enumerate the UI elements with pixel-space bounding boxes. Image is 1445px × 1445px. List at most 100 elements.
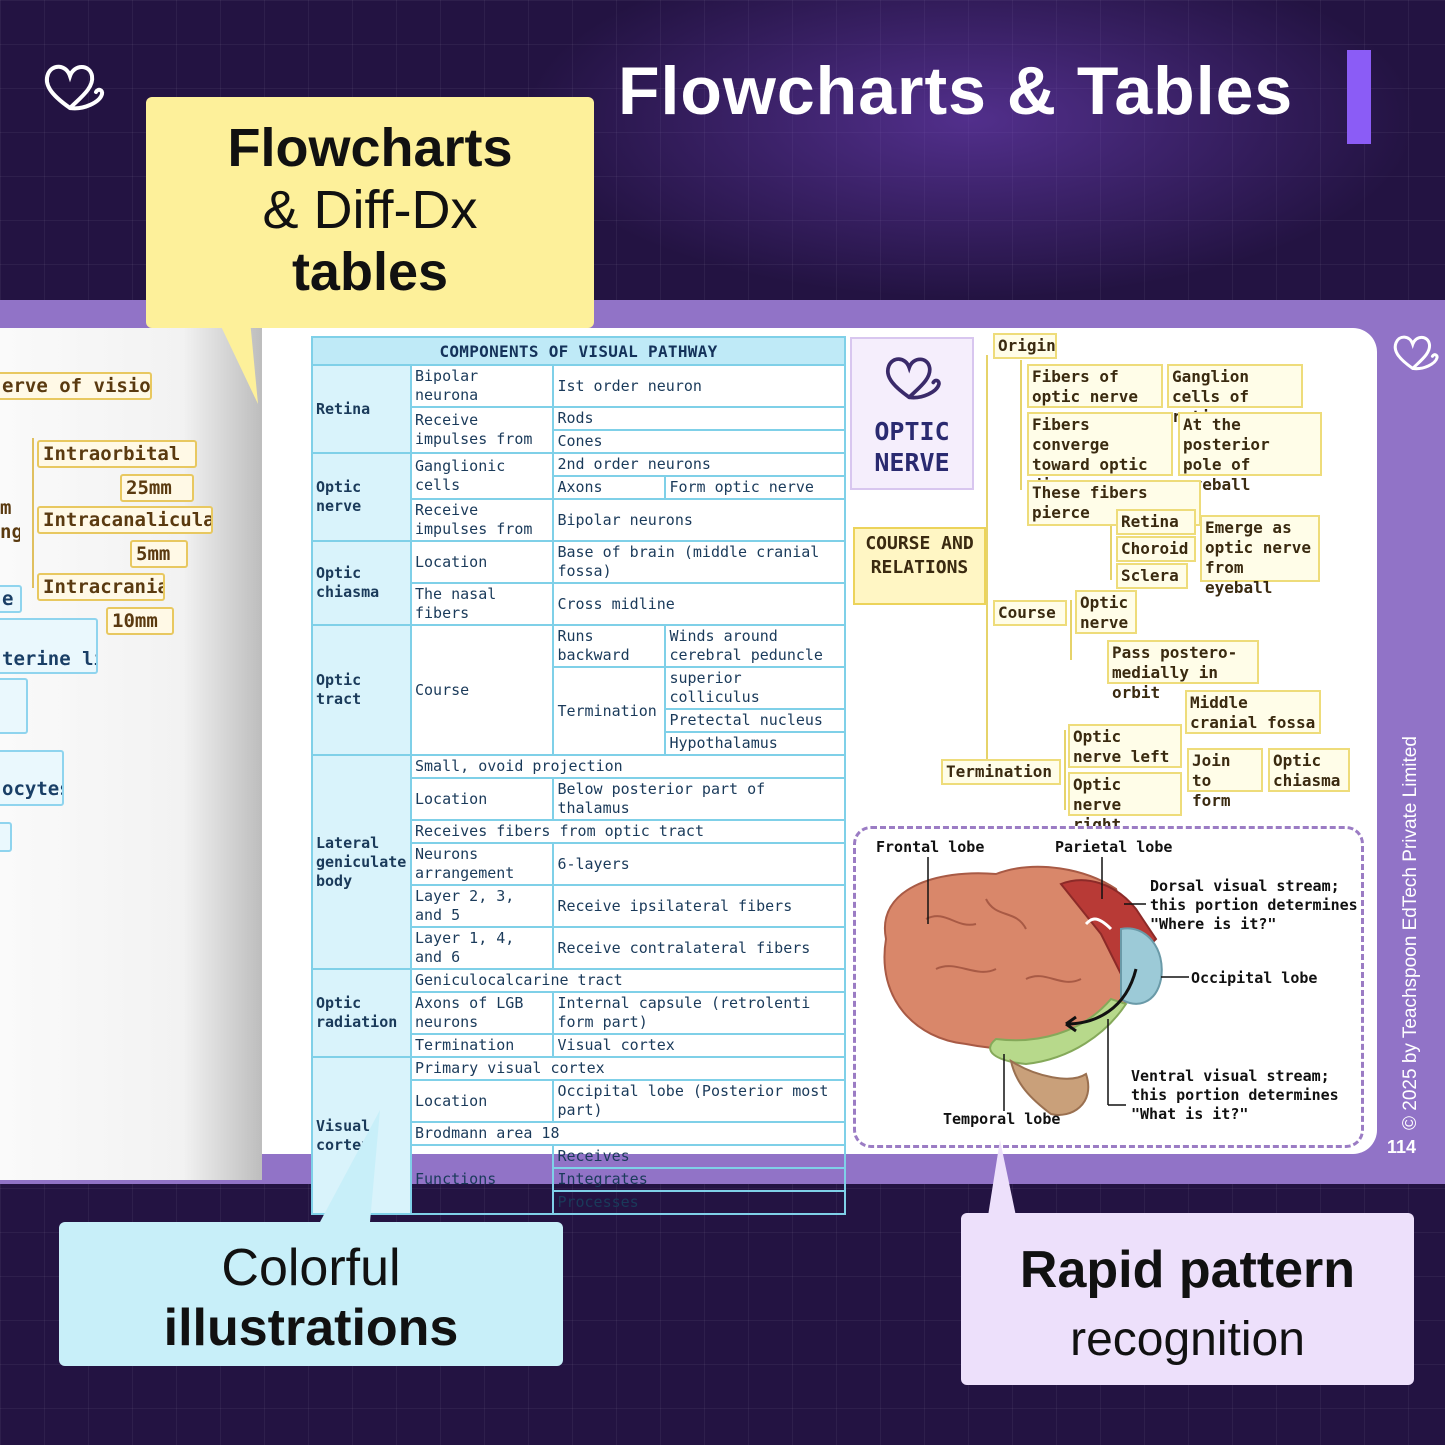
table-cell: Internal capsule (retrolenti form part) — [552, 991, 846, 1035]
page-number: 114 — [1387, 1137, 1417, 1157]
table-cell: Location — [409, 777, 555, 821]
title-accent-bar — [1347, 50, 1371, 144]
optic-nerve-right-tag: Optic nerve right — [1068, 772, 1182, 834]
tag-10mm: 10mm — [106, 607, 174, 635]
table-cell: Axons of LGB neurons — [409, 991, 555, 1035]
table-cell: Below posterior part of thalamus — [552, 777, 846, 821]
occipital-lobe-label: Occipital lobe — [1191, 969, 1318, 987]
table-cell: Bipolar neurona — [409, 364, 555, 408]
tag-intraorbital: Intraorbital — [37, 440, 197, 468]
table-cell: Termination — [409, 1033, 555, 1058]
tag-blank-small — [0, 822, 12, 852]
table-cell: Form optic nerve — [664, 475, 846, 500]
callout-text: tables — [291, 242, 449, 302]
posterior-pole-tag: At the posterior pole of eyeball — [1178, 412, 1322, 494]
tag-25mm: 25mm — [120, 474, 194, 502]
page-title: Flowcharts & Tables — [618, 53, 1294, 129]
table-cell: Receives fibers from optic tract — [410, 819, 846, 844]
callout-flowcharts: Flowcharts & Diff-Dx tables — [146, 97, 594, 328]
table-cell: Location — [409, 1079, 555, 1123]
table-cell: Hypothalamus — [664, 731, 846, 756]
callout-pattern-recognition: Rapid pattern recognition — [961, 1213, 1414, 1385]
table-cell: Ist order neuron — [552, 364, 846, 408]
row-label-optic-chiasma: Optic chiasma — [311, 540, 412, 626]
callout-pointer — [320, 1110, 380, 1222]
table-cell: Cross midline — [552, 582, 846, 626]
tag-5mm: 5mm — [130, 540, 188, 568]
table-cell: Cones — [552, 429, 846, 454]
heart-logo-icon — [40, 58, 106, 112]
tag-blank-box — [0, 678, 28, 734]
optic-nerve-title-box: OPTIC NERVE — [850, 337, 974, 490]
connector-line — [1064, 730, 1066, 810]
table-cell: Receives — [552, 1144, 846, 1169]
course-tag: Course — [993, 600, 1067, 626]
fibers-converge-tag: Fibers converge toward optic disc — [1027, 412, 1173, 494]
table-cell: Neurons arrangement — [409, 842, 555, 886]
table-cell: Primary visual cortex — [410, 1056, 846, 1081]
table-cell: Runs backward — [552, 624, 667, 668]
optic-chiasma-tag: Optic chiasma — [1268, 748, 1350, 792]
table-cell: Integrates — [552, 1167, 846, 1192]
row-label-lateral-geniculate-body: Lateral geniculate body — [311, 754, 412, 970]
table-cell: Axons — [552, 475, 667, 500]
optic-nerve-title-line2: NERVE — [874, 448, 950, 477]
background-glow — [520, 0, 1420, 300]
tag-intracanalicular: Intracanalicular — [37, 506, 213, 534]
pass-posteromedially-tag: Pass postero-medially in orbit — [1107, 640, 1259, 702]
table-cell: Brodmann area 18 — [410, 1121, 846, 1146]
callout-text: Colorful — [221, 1239, 401, 1297]
connector-line — [1110, 505, 1112, 580]
row-label-retina: Retina — [311, 364, 412, 454]
table-cell: 6-layers — [552, 842, 846, 886]
row-label-optic-tract: Optic tract — [311, 624, 412, 756]
table-cell: Visual cortex — [552, 1033, 846, 1058]
table-cell: Base of brain (middle cranial fossa) — [552, 540, 846, 584]
callout-pointer — [988, 1140, 1016, 1216]
table-cell: Rods — [552, 406, 846, 431]
middle-cranial-fossa-tag: Middle cranial fossa — [1185, 690, 1321, 734]
table-cell: Layer 1, 4, and 6 — [409, 926, 555, 970]
termination-tag: Termination — [941, 759, 1061, 785]
table-cell: Geniculocalcarine tract — [410, 968, 846, 993]
optic-nerve-tag: Optic nerve — [1075, 590, 1137, 634]
callout-text: recognition — [1070, 1313, 1305, 1366]
table-cell: superior colliculus — [664, 666, 846, 710]
table-cell: Functions — [409, 1144, 555, 1215]
callout-text: Rapid pattern — [1019, 1241, 1356, 1299]
course-and-relations-box: COURSE AND RELATIONS — [853, 527, 986, 605]
connector-line — [986, 355, 988, 765]
origin-tag: Origin — [993, 333, 1057, 359]
table-title: COMPONENTS OF VISUAL PATHWAY — [311, 336, 846, 366]
callout-text: Flowcharts — [227, 118, 513, 178]
callout-text: & Diff-Dx — [262, 180, 478, 240]
dorsal-stream-label: Dorsal visual stream; this portion deter… — [1150, 877, 1358, 933]
table-cell: Bipolar neurons — [552, 498, 846, 542]
connector-line — [1070, 600, 1072, 660]
table-cell: Receive contralateral fibers — [552, 926, 846, 970]
fibers-of-optic-nerve-tag: Fibers of optic nerve — [1027, 364, 1163, 408]
join-to-form-tag: Join to form — [1187, 748, 1263, 810]
table-cell: 2nd order neurons — [552, 452, 846, 477]
table-cell: Processes — [552, 1190, 846, 1215]
tag-ocytes: ocytes — [0, 750, 64, 806]
heart-logo-icon — [886, 357, 941, 400]
callout-illustrations: Colorful illustrations — [59, 1222, 563, 1366]
ganglion-cells-tag: Ganglion cells of retina — [1167, 364, 1303, 426]
tag-nerve-of-vision: erve of vision — [0, 372, 152, 400]
emerge-tag: Emerge as optic nerve from eyeball — [1200, 515, 1320, 597]
table-cell: Winds around cerebral peduncle — [664, 624, 846, 668]
copyright-text: © 2025 by Teachspoon EdTech Private Limi… — [1400, 736, 1421, 1130]
callout-text: illustrations — [163, 1299, 459, 1357]
tag-intracranial: Intracranial — [37, 573, 165, 601]
parietal-lobe-label: Parietal lobe — [1055, 838, 1173, 856]
table-cell: The nasal fibers — [409, 582, 555, 626]
brain-illustration — [883, 857, 1189, 1116]
heart-logo-icon — [1390, 330, 1440, 377]
row-label-optic-radiation: Optic radiation — [311, 968, 412, 1058]
table-cell: Location — [409, 540, 555, 584]
tag-ng: ng — [0, 521, 20, 543]
table-cell: Receive impulses from — [409, 406, 555, 454]
row-label-visual-cortex: Visual cortex — [311, 1056, 412, 1215]
